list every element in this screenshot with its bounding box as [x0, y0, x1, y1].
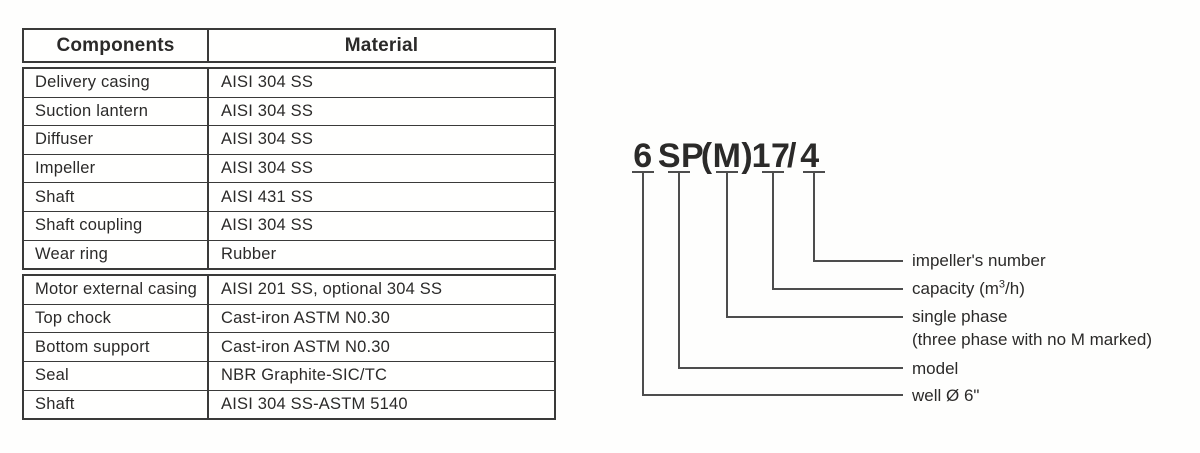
material-cell: AISI 304 SS — [221, 101, 314, 120]
table-row: Shaft coupling AISI 304 SS — [24, 210, 554, 240]
table-row: Impeller AISI 304 SS — [24, 153, 554, 183]
component-cell: Wear ring — [24, 240, 209, 269]
table-row: Bottom support Cast-iron ASTM N0.30 — [24, 332, 554, 361]
leader-line-well — [632, 171, 903, 396]
table-row: Motor external casing AISI 201 SS, optio… — [24, 276, 554, 304]
table-row: Wear ring Rubber — [24, 239, 554, 269]
component-cell: Shaft — [24, 390, 209, 419]
leader-line-capacity — [762, 171, 903, 290]
component-cell: Seal — [24, 361, 209, 390]
material-cell: AISI 304 SS-ASTM 5140 — [221, 394, 408, 413]
component-cell: Shaft coupling — [24, 211, 209, 240]
code-segment-capacity: 17 — [751, 137, 791, 175]
material-cell: AISI 304 SS — [221, 216, 314, 235]
leader-line-model — [668, 171, 903, 369]
leader-line-single-phase — [716, 171, 903, 318]
label-model: model — [912, 359, 959, 378]
material-cell: AISI 304 SS — [221, 73, 314, 92]
table-row: Seal NBR Graphite-SIC/TC — [24, 360, 554, 390]
material-cell: Rubber — [221, 244, 277, 263]
component-cell: Impeller — [24, 154, 209, 183]
component-cell: Shaft — [24, 183, 209, 211]
material-cell: Cast-iron ASTM N0.30 — [221, 337, 391, 356]
table-row: Diffuser AISI 304 SS — [24, 125, 554, 154]
material-cell: AISI 304 SS — [221, 130, 314, 149]
column-header-material: Material — [344, 34, 419, 56]
code-segment-impellers: 4 — [800, 137, 820, 175]
component-cell: Diffuser — [24, 126, 209, 154]
component-cell: Motor external casing — [24, 276, 209, 304]
column-header-components: Components — [24, 30, 209, 61]
component-cell: Suction lantern — [24, 97, 209, 126]
label-single-phase-note: (three phase with no M marked) — [912, 330, 1152, 349]
label-capacity: capacity (m3/h) — [912, 278, 1025, 300]
label-capacity-sup: 3 — [998, 278, 1006, 291]
table-row: Suction lantern AISI 304 SS — [24, 96, 554, 126]
label-capacity-post: /h) — [1005, 279, 1025, 298]
table-row: Shaft AISI 431 SS — [24, 182, 554, 211]
material-cell: AISI 304 SS — [221, 159, 314, 178]
code-segment-slash: / — [787, 137, 797, 175]
table-header: Components Material — [22, 28, 556, 63]
code-segment-model: SP — [657, 137, 705, 175]
component-cell: Top chock — [24, 304, 209, 333]
label-single-phase: single phase — [912, 307, 1008, 326]
label-capacity-pre: capacity (m — [912, 279, 999, 298]
table-row: Delivery casing AISI 304 SS — [24, 69, 554, 97]
components-material-table: Components Material Delivery casing AISI… — [22, 28, 556, 421]
leader-line-impellers-number — [803, 171, 903, 262]
material-cell: Cast-iron ASTM N0.30 — [221, 309, 391, 328]
code-segment-well-size: 6 — [633, 137, 653, 175]
table-body-motor-section: Motor external casing AISI 201 SS, optio… — [22, 274, 556, 421]
component-cell: Bottom support — [24, 333, 209, 361]
label-impellers-number: impeller's number — [912, 251, 1046, 270]
code-segment-phase: (M) — [700, 137, 754, 175]
label-well-diameter: well Ø 6" — [912, 386, 980, 405]
table-row: Shaft AISI 304 SS-ASTM 5140 — [24, 389, 554, 419]
component-cell: Delivery casing — [24, 69, 209, 97]
material-cell: AISI 201 SS, optional 304 SS — [221, 280, 443, 299]
material-cell: AISI 431 SS — [221, 187, 314, 206]
material-cell: NBR Graphite-SIC/TC — [221, 366, 388, 385]
table-row: Top chock Cast-iron ASTM N0.30 — [24, 303, 554, 333]
table-body-pump-section: Delivery casing AISI 304 SS Suction lant… — [22, 67, 556, 271]
